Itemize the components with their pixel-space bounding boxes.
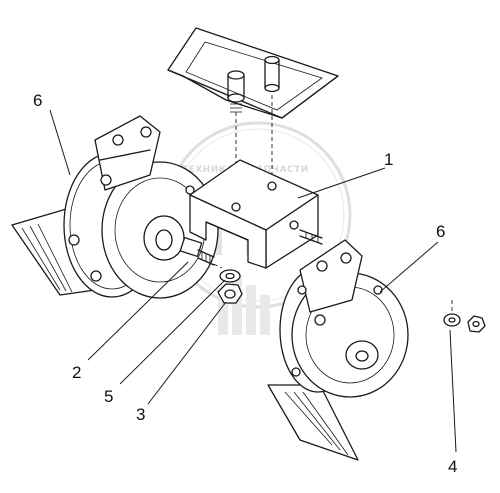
bracket [189, 159, 323, 269]
terminal-bolt-left [179, 236, 215, 266]
horn-left [11, 115, 219, 299]
callout-2: 2 [72, 363, 81, 382]
callout-3: 3 [136, 405, 145, 424]
plate-stud-right [264, 55, 280, 93]
leader-lines [49, 109, 457, 453]
callout-5: 5 [104, 387, 113, 406]
nut-3 [217, 283, 243, 304]
mounting-plate [167, 27, 339, 119]
callout-labels: 6 1 6 2 5 3 4 [33, 91, 457, 476]
callout-1: 1 [384, 150, 393, 169]
callout-6-right: 6 [436, 222, 445, 241]
horn-right [267, 239, 409, 461]
nuts-4 [443, 313, 486, 333]
callout-6-left: 6 [33, 91, 42, 110]
callout-4: 4 [448, 457, 457, 476]
washer-5 [219, 269, 241, 283]
